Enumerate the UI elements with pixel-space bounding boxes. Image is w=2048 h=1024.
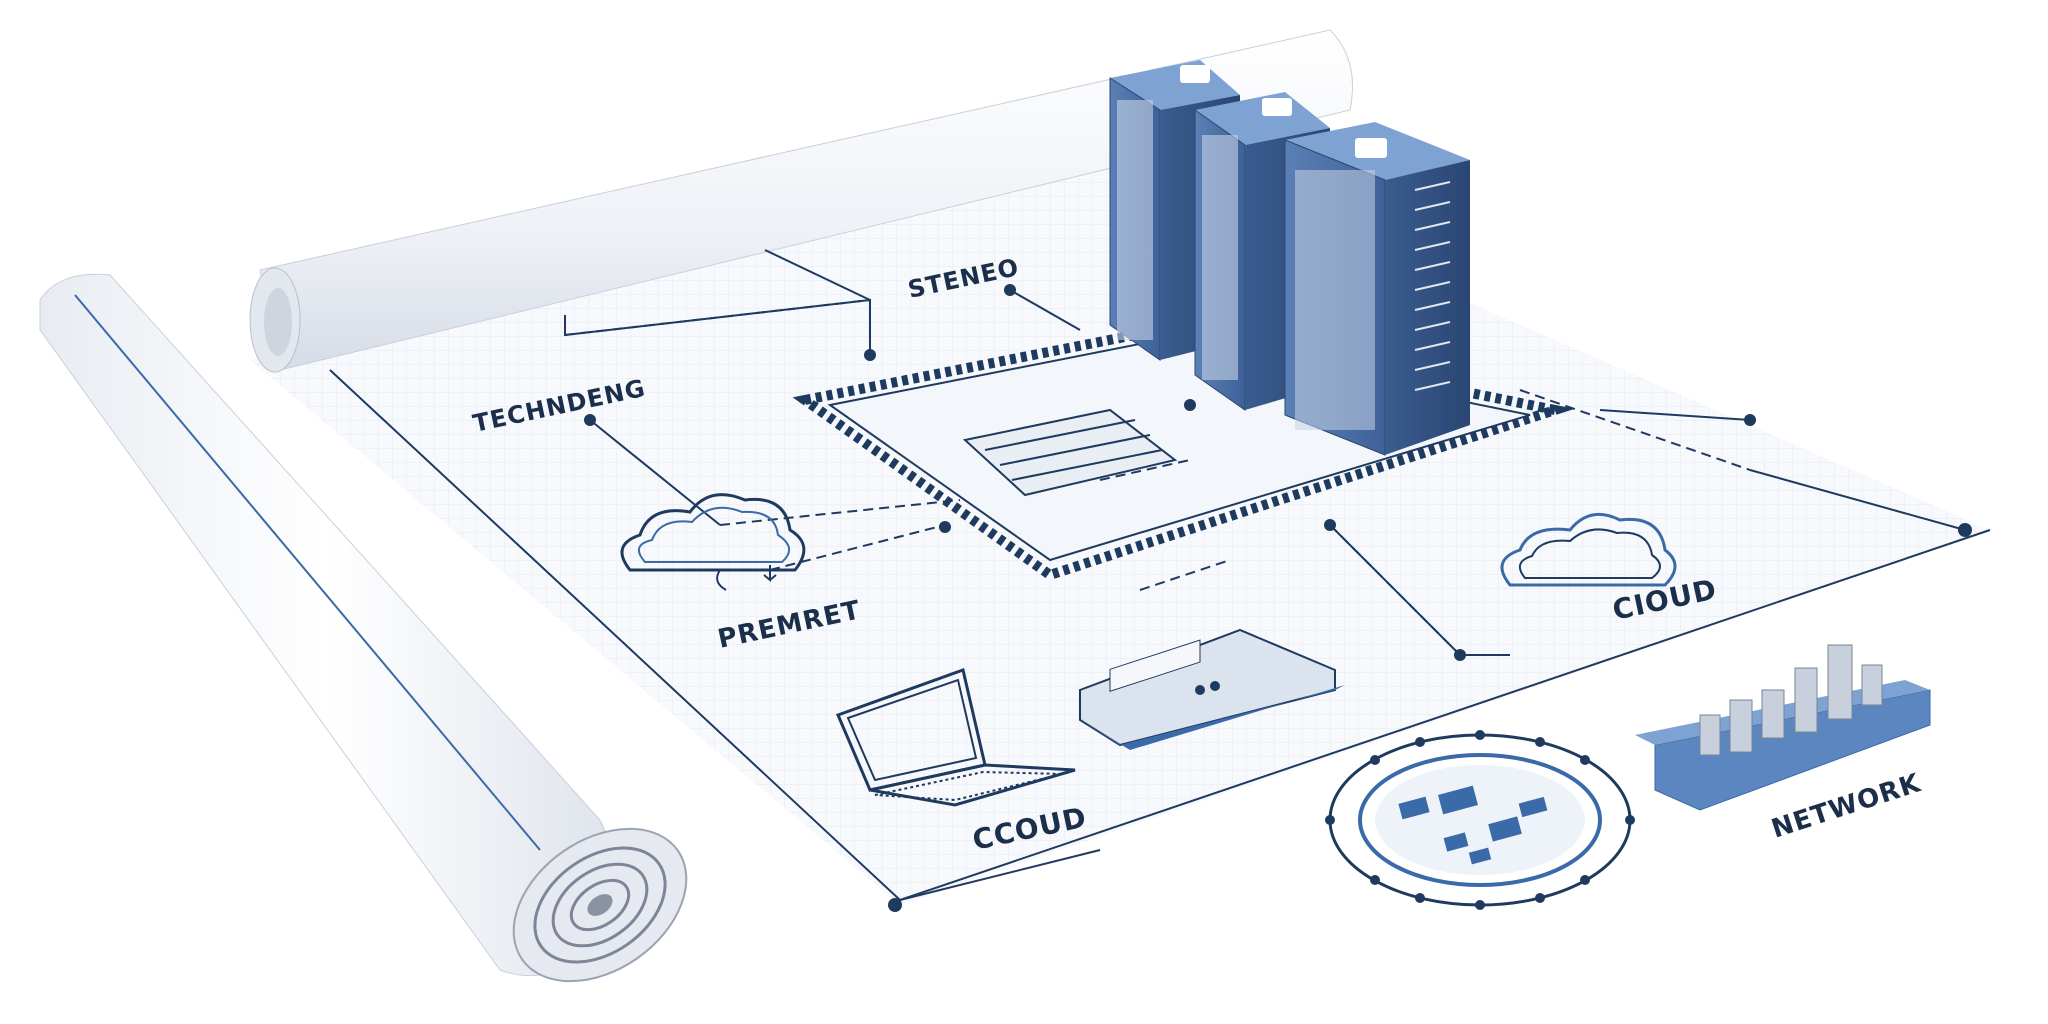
transfer-arrows-icon: [716, 565, 777, 591]
cloud-icon: [620, 493, 806, 572]
network-switch-icon: [1079, 628, 1345, 750]
server-rack-icon: [1284, 122, 1470, 456]
laptop-icon: [835, 668, 1076, 807]
router-icon: [1635, 644, 1931, 811]
memory-module-icon: [962, 408, 1178, 497]
blueprint-roll-icon: [249, 29, 1353, 373]
cloud-icon: [1500, 512, 1677, 587]
blueprint-roll-icon: [39, 273, 688, 983]
connection-lines: [564, 249, 1966, 901]
globe-network-icon: [1325, 730, 1635, 910]
label-network: NETWORK: [1768, 768, 1925, 844]
connection-nodes: [584, 284, 1972, 912]
